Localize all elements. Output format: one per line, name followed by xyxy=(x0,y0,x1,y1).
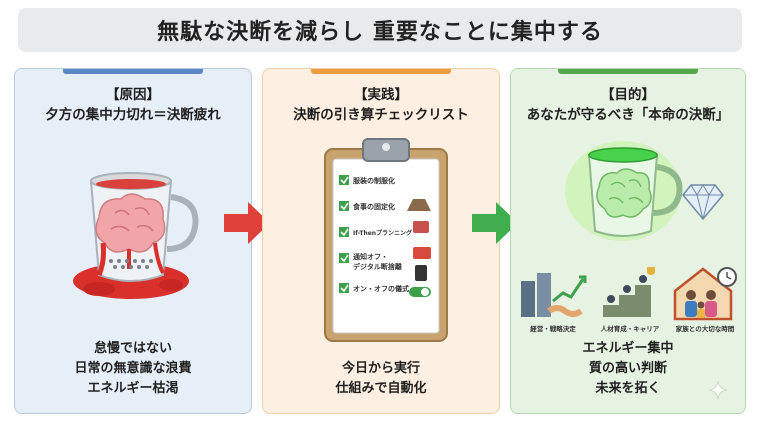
goal-panel: 【目的】 あなたが守るべき「本命の決断」 経営・戦略決定 人材育成・キャリア 家… xyxy=(510,68,746,414)
goal-line-2: 質の高い判断 xyxy=(588,361,667,376)
checklist-item-1: 服装の制服化 xyxy=(353,176,395,185)
family-time-caption: 家族との大切な時間 xyxy=(675,325,735,333)
melting-brain-cup-icon xyxy=(73,172,199,299)
cause-line-2: 日常の無意識な浪費 xyxy=(74,361,192,376)
glowing-brain-cup-icon xyxy=(565,141,683,241)
clipboard-checklist-icon: 服装の制服化 食事の固定化 If-Thenプランニング 通知オフ・ デジタル断捨… xyxy=(324,138,448,342)
diamond-icon xyxy=(682,184,724,221)
checklist-items: 服装の制服化 食事の固定化 If-Thenプランニング 通知オフ・ デジタル断捨… xyxy=(339,175,412,293)
practice-summary: 今日から実行 仕組みで自動化 xyxy=(263,359,499,399)
practice-accent-bar xyxy=(311,69,451,74)
cause-tag: 【原因】 xyxy=(106,87,160,103)
family-time-icon xyxy=(673,267,737,321)
cause-title: 夕方の集中力切れ＝決断疲れ xyxy=(45,107,221,123)
checklist-item-3: If-Thenプランニング xyxy=(353,229,412,237)
cause-line-1: 怠慢ではない xyxy=(93,341,172,356)
business-strategy-icon xyxy=(521,273,587,317)
green-arrow-icon xyxy=(472,202,518,244)
title-bar: 無駄な決断を減らし 重要なことに集中する xyxy=(18,8,742,52)
sparkle-icon xyxy=(709,381,727,399)
practice-tag: 【実践】 xyxy=(354,87,408,103)
business-strategy-caption: 経営・戦略決定 xyxy=(530,325,576,333)
goal-heading: 【目的】 あなたが守るべき「本命の決断」 xyxy=(511,85,745,125)
battery-icon xyxy=(413,247,431,259)
checklist-item-2: 食事の固定化 xyxy=(352,202,395,211)
practice-heading: 【実践】 決断の引き算チェックリスト xyxy=(263,85,499,125)
goal-title: あなたが守るべき「本命の決断」 xyxy=(526,107,730,123)
practice-line-2: 仕組みで自動化 xyxy=(335,381,427,396)
checklist-item-5: オン・オフの儀式 xyxy=(353,284,409,293)
goal-line-1: エネルギー集中 xyxy=(582,341,674,356)
cause-accent-bar xyxy=(63,69,203,74)
checklist-item-4b: デジタル断捨離 xyxy=(353,262,402,271)
cause-summary: 怠慢ではない 日常の無意識な浪費 エネルギー枯渇 xyxy=(15,339,251,399)
cause-panel: 【原因】 夕方の集中力切れ＝決断疲れ 怠慢ではない 日常の無意識な浪費 エネルギ… xyxy=(14,68,252,414)
goal-tag: 【目的】 xyxy=(601,87,655,103)
cause-heading: 【原因】 夕方の集中力切れ＝決断疲れ xyxy=(15,85,251,125)
talent-career-icon xyxy=(603,267,655,317)
goal-accent-bar xyxy=(558,69,698,74)
cause-line-3: エネルギー枯渇 xyxy=(87,381,179,396)
page-title: 無駄な決断を減らし 重要なことに集中する xyxy=(157,20,603,45)
red-arrow-icon xyxy=(224,202,270,244)
food-box-icon xyxy=(413,221,429,233)
checklist-item-4: 通知オフ・ xyxy=(353,252,388,261)
talent-career-caption: 人材育成・キャリア xyxy=(600,325,660,333)
goal-summary: エネルギー集中 質の高い判断 未来を拓く xyxy=(511,339,745,399)
hanger-icon xyxy=(407,199,431,211)
practice-title: 決断の引き算チェックリスト xyxy=(293,107,469,123)
practice-panel: 【実践】 決断の引き算チェックリスト 服装の制服化 食事の固定化 If-Then… xyxy=(262,68,500,414)
practice-line-1: 今日から実行 xyxy=(341,361,420,376)
goal-line-3: 未来を拓く xyxy=(595,381,661,396)
phone-icon xyxy=(415,265,427,281)
